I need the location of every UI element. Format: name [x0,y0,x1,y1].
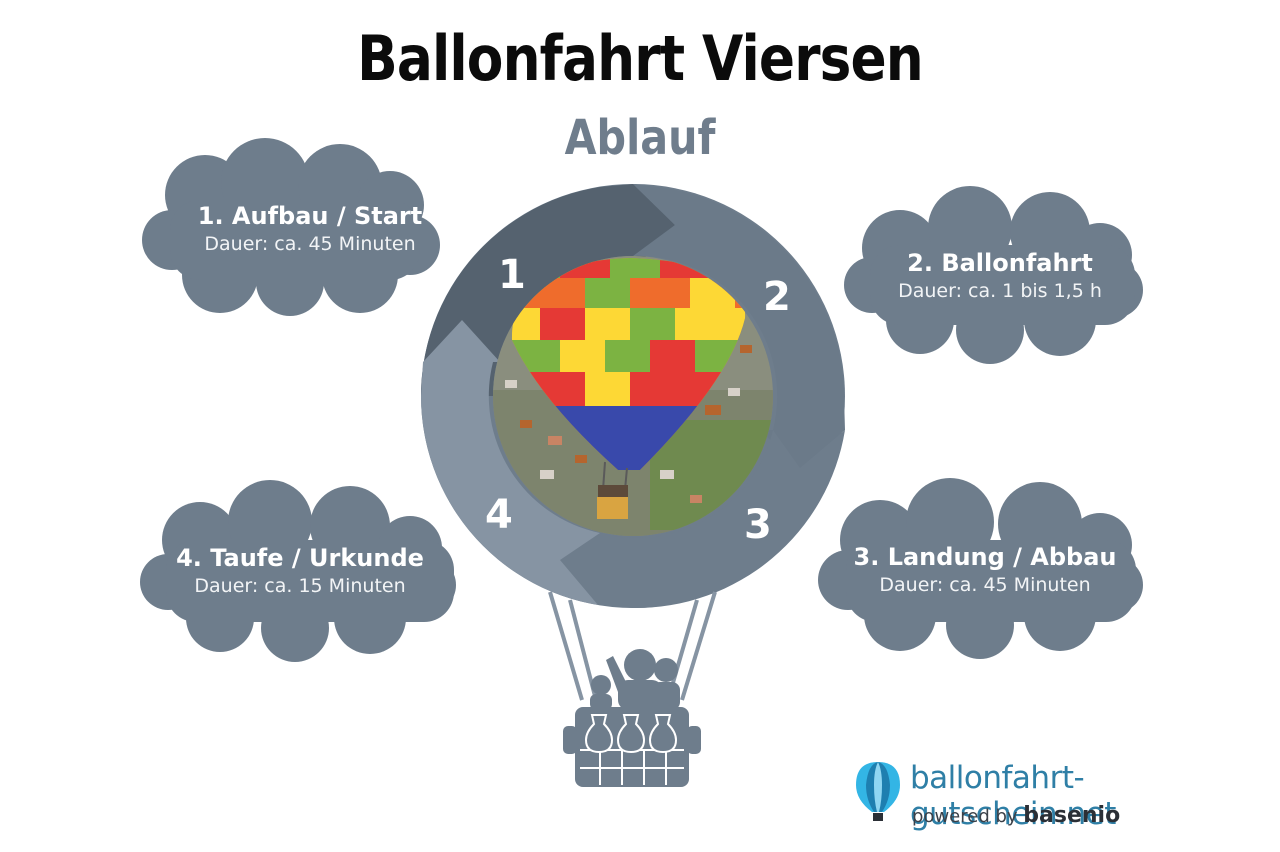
page-title: Ballonfahrt Viersen [357,22,924,95]
step-4-label: 4. Taufe / Urkunde Dauer: ca. 15 Minuten [150,543,450,599]
step-4-duration: Dauer: ca. 15 Minuten [194,575,406,597]
step-3-label: 3. Landung / Abbau Dauer: ca. 45 Minuten [830,542,1140,598]
step-3-title: 3. Landung / Abbau [853,543,1117,571]
company-name: basenio [1023,803,1121,828]
cloud-step-4 [140,480,456,662]
brand-powered-by: powered by basenio [912,803,1120,828]
step-3-duration: Dauer: ca. 45 Minuten [879,574,1091,596]
cloud-step-1 [142,138,440,316]
page-subtitle: Ablauf [564,110,716,166]
step-2-label: 2. Ballonfahrt Dauer: ca. 1 bis 1,5 h [855,248,1145,304]
balloon-basket-icon [563,707,701,787]
step-4-title: 4. Taufe / Urkunde [176,544,424,572]
cloud-step-3 [818,478,1143,659]
step-2-duration: Dauer: ca. 1 bis 1,5 h [898,280,1102,302]
step-number-2: 2 [763,274,791,320]
step-2-title: 2. Ballonfahrt [907,249,1093,277]
balloon-photo [493,256,773,536]
step-number-3: 3 [744,502,772,548]
brand-balloon-icon [856,762,900,821]
brand-name: ballonfahrt-gutschein.net [910,760,1116,832]
step-1-duration: Dauer: ca. 45 Minuten [204,233,416,255]
cloud-step-2 [844,186,1143,364]
step-number-4: 4 [485,492,513,538]
step-number-1: 1 [498,252,526,298]
passengers-icon [590,649,680,710]
step-1-title: 1. Aufbau / Start [197,202,423,230]
powered-by-text: powered by [912,806,1018,827]
step-1-label: 1. Aufbau / Start Dauer: ca. 45 Minuten [160,201,460,257]
